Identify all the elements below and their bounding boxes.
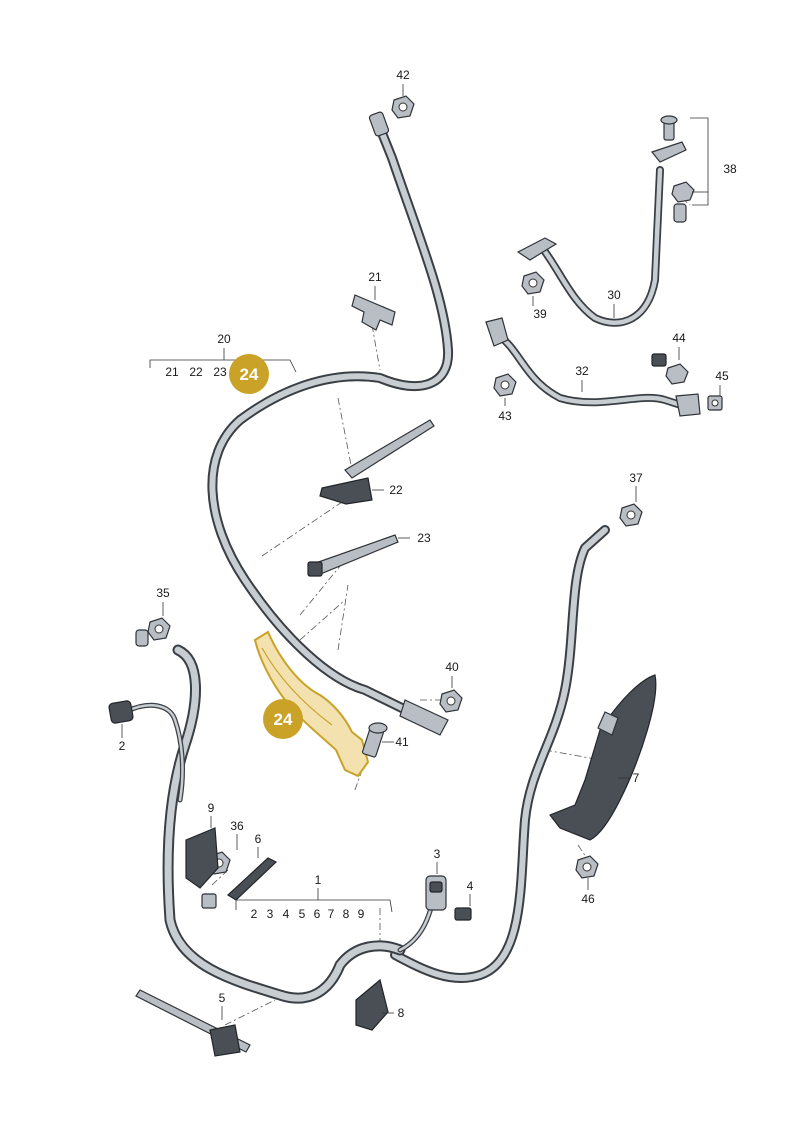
connector-4[interactable] — [454, 907, 472, 921]
group-1-item[interactable]: 9 — [358, 907, 365, 921]
callout-20-item-23[interactable]: 23 — [213, 365, 227, 379]
callout-labels: 42 38 21 20 21 22 23 30 39 44 45 32 43 2… — [119, 68, 737, 1020]
callout-2[interactable]: 2 — [119, 739, 126, 753]
nut-37[interactable] — [619, 503, 643, 527]
callout-5[interactable]: 5 — [219, 991, 226, 1005]
nut-40[interactable] — [439, 689, 463, 713]
callout-37[interactable]: 37 — [629, 471, 643, 485]
callout-40[interactable]: 40 — [445, 660, 459, 674]
nut-43[interactable] — [493, 373, 517, 397]
group-1-item[interactable]: 2 — [251, 907, 258, 921]
callout-6[interactable]: 6 — [255, 832, 262, 846]
cable-holder-21[interactable] — [351, 294, 396, 331]
group-1-item-list: 2 3 4 5 6 7 8 9 — [251, 907, 365, 921]
cable-tie-6[interactable] — [201, 857, 278, 909]
callout-8[interactable]: 8 — [398, 1006, 405, 1020]
highlight-badge-lower[interactable]: 24 — [263, 699, 303, 739]
ground-cable-30 — [516, 141, 687, 327]
callout-21[interactable]: 21 — [368, 270, 382, 284]
bolt-kit-38[interactable] — [660, 115, 695, 223]
cover-part-24[interactable] — [253, 630, 370, 778]
group-1-item[interactable]: 6 — [314, 907, 321, 921]
nut-39[interactable] — [521, 271, 545, 295]
nut-35[interactable] — [147, 617, 171, 641]
callout-4[interactable]: 4 — [467, 879, 474, 893]
main-wiring-harness-1 — [122, 629, 438, 1004]
ground-cable-32 — [485, 317, 701, 417]
callout-7[interactable]: 7 — [633, 771, 640, 785]
callout-3[interactable]: 3 — [434, 847, 441, 861]
callout-38[interactable]: 38 — [723, 162, 737, 176]
group-1-item[interactable]: 8 — [343, 907, 350, 921]
group-1-item[interactable]: 5 — [299, 907, 306, 921]
bolt-41[interactable] — [361, 722, 388, 758]
group-1-item[interactable]: 4 — [283, 907, 290, 921]
bracket-7[interactable] — [549, 674, 657, 841]
badge-label: 24 — [274, 710, 293, 729]
leader-lines — [121, 84, 721, 1020]
callout-45[interactable]: 45 — [715, 369, 729, 383]
callout-32[interactable]: 32 — [575, 364, 589, 378]
cable-strap-23[interactable] — [307, 534, 399, 577]
connector-2[interactable] — [108, 700, 134, 724]
callout-20-item-22[interactable]: 22 — [189, 365, 203, 379]
bracket-9[interactable] — [185, 827, 219, 889]
badge-label: 24 — [240, 365, 259, 384]
group-1-item[interactable]: 7 — [328, 907, 335, 921]
callout-1[interactable]: 1 — [315, 873, 322, 887]
callout-20[interactable]: 20 — [217, 332, 231, 346]
callout-36[interactable]: 36 — [230, 819, 244, 833]
upper-battery-cable — [207, 111, 454, 736]
bracket-8[interactable] — [355, 978, 389, 1031]
callout-43[interactable]: 43 — [498, 409, 512, 423]
callout-41[interactable]: 41 — [395, 735, 409, 749]
callout-46[interactable]: 46 — [581, 892, 595, 906]
callout-20-item-21[interactable]: 21 — [165, 365, 179, 379]
nut-46[interactable] — [575, 855, 599, 879]
group-1-item[interactable]: 3 — [267, 907, 274, 921]
connector-3[interactable] — [425, 875, 447, 911]
nut-44[interactable] — [651, 353, 689, 385]
cable-tie-22[interactable] — [319, 419, 435, 505]
callout-23[interactable]: 23 — [417, 531, 431, 545]
callout-35[interactable]: 35 — [156, 586, 170, 600]
highlight-badge-upper[interactable]: 24 — [229, 354, 269, 394]
callout-42[interactable]: 42 — [396, 68, 410, 82]
callout-39[interactable]: 39 — [533, 307, 547, 321]
callout-9[interactable]: 9 — [208, 801, 215, 815]
battery-cable-right — [390, 525, 610, 984]
callout-44[interactable]: 44 — [672, 331, 686, 345]
screw-45[interactable] — [707, 395, 723, 411]
nut-42[interactable] — [391, 95, 415, 119]
callout-30[interactable]: 30 — [607, 288, 621, 302]
cable-tie-5[interactable] — [135, 989, 251, 1057]
callout-22[interactable]: 22 — [389, 483, 403, 497]
